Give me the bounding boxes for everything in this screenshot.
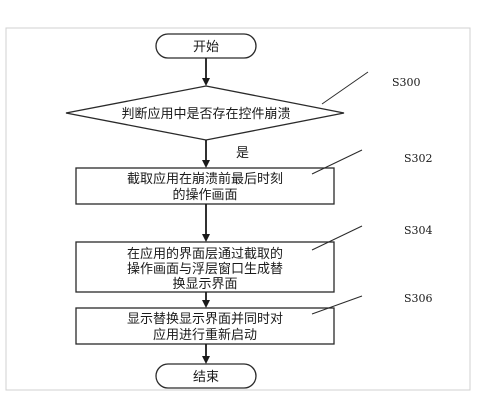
end-shape bbox=[155, 363, 257, 389]
process-box-s302: 截取应用在崩溃前最后时刻 的操作画面 bbox=[75, 167, 335, 205]
leader-line-s304 bbox=[311, 225, 363, 251]
step-label-s302: S302 bbox=[404, 152, 433, 165]
figure-frame bbox=[5, 27, 471, 391]
process-box-s304-line-3: 换显示界面 bbox=[172, 277, 237, 292]
leader-line-s306 bbox=[311, 295, 363, 315]
process-box-s304-shape bbox=[75, 241, 335, 293]
leader-line-s300 bbox=[321, 71, 369, 105]
process-box-s306-line-2: 应用进行重新启动 bbox=[153, 327, 257, 343]
leader-line-s302 bbox=[311, 149, 363, 175]
yes-label: 是 bbox=[236, 146, 249, 161]
process-box-s306: 显示替换显示界面并同时对 应用进行重新启动 bbox=[75, 307, 335, 345]
end-node: 结束 bbox=[155, 363, 257, 389]
process-box-s302-line-2: 的操作画面 bbox=[172, 187, 237, 203]
end-label: 结束 bbox=[193, 370, 219, 385]
step-label-s300-group: S300 bbox=[321, 71, 421, 105]
step-label-s304: S304 bbox=[404, 224, 433, 237]
start-label: 开始 bbox=[193, 40, 219, 55]
process-box-s302-line-1: 截取应用在崩溃前最后时刻 bbox=[127, 171, 283, 187]
step-label-s300: S300 bbox=[392, 76, 421, 89]
decision-node: 判断应用中是否存在控件崩溃 bbox=[65, 85, 345, 141]
step-label-s306: S306 bbox=[404, 292, 433, 305]
process-box-s304-line-1: 在应用的界面层通过截取的 bbox=[127, 246, 283, 262]
start-node: 开始 bbox=[155, 33, 257, 59]
step-label-s302-group: S302 bbox=[311, 149, 433, 175]
step-label-s304-group: S304 bbox=[311, 224, 433, 251]
step-label-s306-group: S306 bbox=[311, 292, 433, 315]
process-box-s304: 在应用的界面层通过截取的 操作画面与浮层窗口生成替 换显示界面 bbox=[75, 241, 335, 293]
decision-label: 判断应用中是否存在控件崩溃 bbox=[121, 106, 290, 122]
process-box-s306-shape bbox=[75, 307, 335, 345]
process-box-s302-shape bbox=[75, 167, 335, 205]
process-box-s304-line-2: 操作画面与浮层窗口生成替 bbox=[127, 261, 283, 277]
process-box-s306-line-1: 显示替换显示界面并同时对 bbox=[127, 312, 283, 327]
